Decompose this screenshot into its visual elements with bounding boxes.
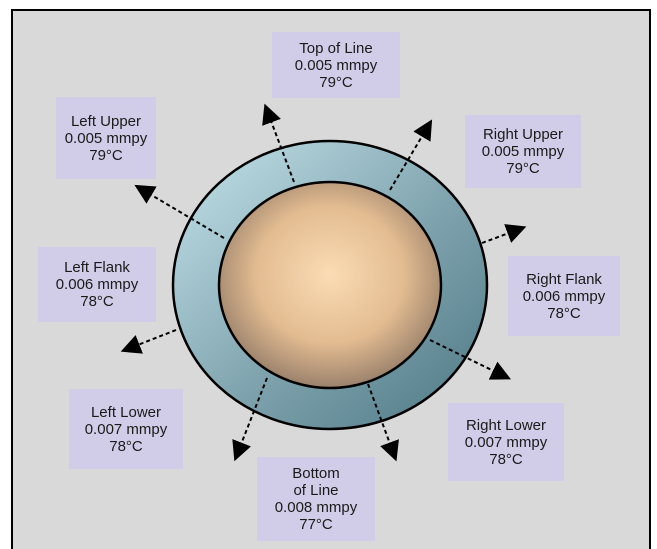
label-right-lower-name: Right Lower [465,416,547,434]
arrow-bottom-left [232,377,268,462]
label-left-flank-temp: 78°C [80,293,114,310]
arrow-left-upper [134,184,225,239]
label-right-upper: Right Upper 0.005 mmpy 79°C [465,115,581,188]
label-right-lower-temp: 78°C [489,450,523,468]
label-right-lower: Right Lower 0.007 mmpy 78°C [448,403,564,481]
label-left-upper-rate: 0.005 mmpy [64,129,148,147]
label-bottom-of-line-rate: 0.008 mmpy [274,499,358,516]
arrow-bottom-right [367,383,399,462]
label-left-upper-temp: 79°C [89,146,123,164]
label-right-flank-rate: 0.006 mmpy [522,287,606,305]
label-right-flank-temp: 78°C [547,304,581,322]
label-bottom-of-line: Bottom of Line 0.008 mmpy 77°C [257,457,375,541]
label-left-flank-rate: 0.006 mmpy [55,276,139,293]
label-left-lower-temp: 78°C [109,437,143,455]
label-left-flank-name: Left Flank [64,259,130,276]
label-top-of-line-rate: 0.005 mmpy [294,56,378,74]
label-right-upper-temp: 79°C [506,160,540,177]
label-left-upper: Left Upper 0.005 mmpy 79°C [56,97,156,179]
label-right-upper-rate: 0.005 mmpy [481,143,565,160]
label-right-flank-name: Right Flank [526,270,602,288]
arrow-top-of-line [262,103,295,183]
label-right-flank: Right Flank 0.006 mmpy 78°C [508,256,620,336]
label-left-lower: Left Lower 0.007 mmpy 78°C [69,389,183,469]
label-top-of-line: Top of Line 0.005 mmpy 79°C [272,32,400,98]
arrow-right-lower [429,339,511,380]
label-top-of-line-name: Top of Line [299,39,373,57]
label-bottom-of-line-temp: 77°C [299,516,333,533]
label-right-upper-name: Right Upper [482,126,564,143]
arrow-right-upper [389,119,433,191]
pipe-inner-core [217,180,443,390]
label-bottom-of-line-name-2: of Line [293,482,339,499]
arrow-right-flank [481,224,527,244]
label-left-upper-name: Left Upper [70,112,142,130]
label-left-lower-rate: 0.007 mmpy [84,420,168,438]
label-top-of-line-temp: 79°C [319,73,353,91]
label-left-lower-name: Left Lower [90,403,162,421]
label-bottom-of-line-name-1: Bottom [292,465,340,482]
label-left-flank: Left Flank 0.006 mmpy 78°C [38,247,156,322]
arrow-left-flank [120,329,177,354]
label-right-lower-rate: 0.007 mmpy [464,433,548,451]
